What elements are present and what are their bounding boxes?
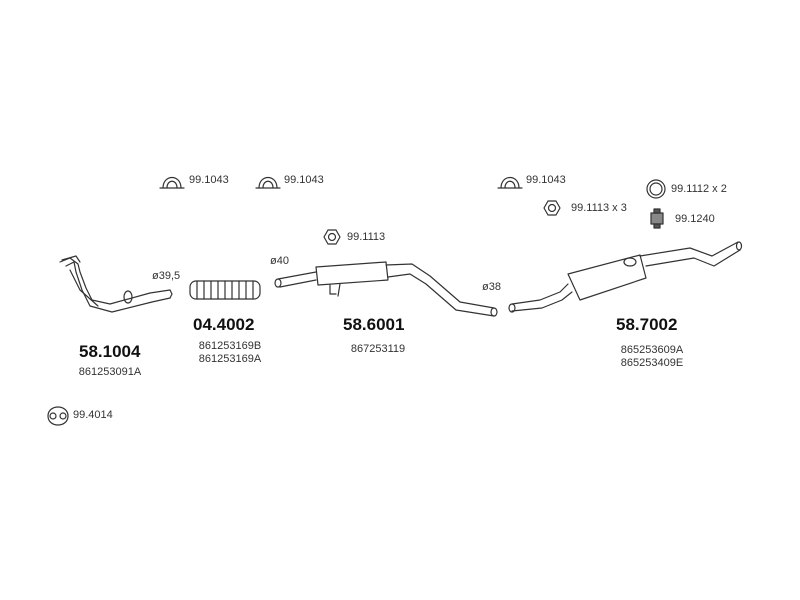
hanger-label: 99.1240 <box>675 213 715 225</box>
clamp-label-1: 99.1043 <box>189 174 229 186</box>
oem-numbers-1: 861253091A <box>70 366 150 379</box>
hanger-icon <box>650 208 664 229</box>
oem-number: 865253409E <box>620 357 684 369</box>
oem-number: 861253169B <box>198 340 262 352</box>
oem-number: 861253091A <box>78 366 142 378</box>
clamp-icon-2 <box>255 176 281 189</box>
clamp-icon-3 <box>497 176 523 189</box>
diameter-label-3: ø38 <box>482 281 501 293</box>
part-number-1: 58.1004 <box>79 342 141 361</box>
oem-number: 867253119 <box>350 343 406 355</box>
clamp-label-2: 99.1043 <box>284 174 324 186</box>
flange-label: 99.4014 <box>73 409 113 421</box>
rear-silencer-drawing <box>508 241 743 313</box>
flange-icon <box>47 406 69 426</box>
diameter-label-2: ø40 <box>270 255 289 267</box>
gasket-x3-label: 99.1113 x 3 <box>571 202 627 214</box>
front-pipe-drawing <box>59 255 173 313</box>
oem-number: 861253169A <box>198 353 262 365</box>
ring-label: 99.1112 x 2 <box>671 183 727 195</box>
oem-number: 865253609A <box>620 344 684 356</box>
gasket-icon <box>543 200 561 216</box>
oem-numbers-4: 865253609A 865253409E <box>612 344 692 370</box>
center-pipe-drawing <box>274 261 498 317</box>
gasket-mid-label: 99.1113 <box>347 231 386 243</box>
ring-icon <box>646 179 666 199</box>
part-number-4: 58.7002 <box>616 315 678 334</box>
part-number-2: 04.4002 <box>193 315 255 334</box>
oem-numbers-2: 861253169B 861253169A <box>190 340 270 366</box>
oem-numbers-3: 867253119 <box>338 343 418 356</box>
gasket-mid-icon <box>323 229 341 245</box>
clamp-label-3: 99.1043 <box>526 174 566 186</box>
diameter-label-1: ø39,5 <box>152 270 181 282</box>
clamp-icon-1 <box>159 176 185 189</box>
flex-pipe-drawing <box>189 280 261 300</box>
part-number-3: 58.6001 <box>343 315 405 334</box>
